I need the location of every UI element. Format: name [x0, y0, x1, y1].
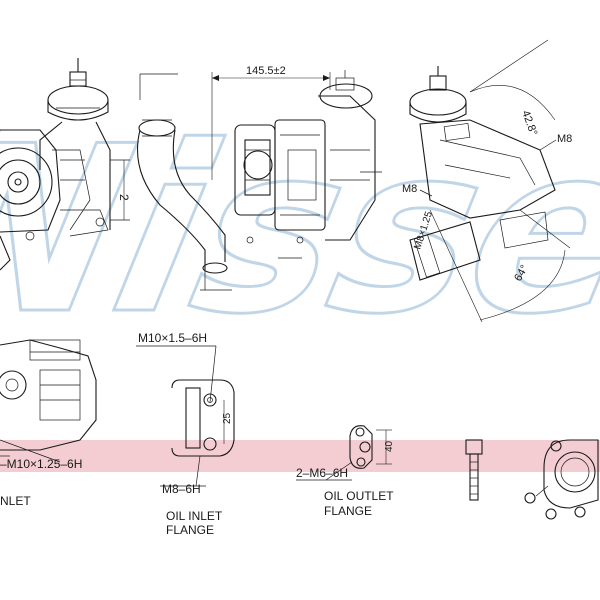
length-dimension-label: 145.5±2: [246, 65, 286, 77]
pink-band: [0, 440, 600, 472]
view-top-right: [409, 39, 571, 323]
thread-oil-inlet-bottom-label: M8–6H: [162, 482, 201, 496]
thread-oil-inlet-top-label: M10×1.5–6H: [138, 331, 207, 345]
thread-m8-top-label: M8: [557, 133, 572, 145]
caption-oil-inlet-line1: OIL INLET: [166, 509, 223, 523]
view-bottom-left: [0, 339, 97, 463]
oil-inlet-gap-label: 25: [222, 412, 233, 424]
oil-outlet-flange-drawing: [296, 425, 392, 481]
flange-width-label: 40: [384, 440, 395, 452]
oil-inlet-flange-drawing: [136, 345, 235, 487]
thread-oil-outlet-label: 2–M6–6H: [296, 466, 348, 480]
bolt-drawing: [465, 439, 483, 501]
caption-oil-inlet-line2: FLANGE: [166, 523, 214, 537]
view-top-left: [0, 58, 130, 271]
view-top-center: [137, 70, 382, 291]
thread-left-bottom-label: –M10×1.25–6H: [0, 457, 82, 471]
caption-left-inlet: NLET: [0, 494, 31, 508]
caption-oil-outlet-line2: FLANGE: [324, 504, 372, 518]
height-dimension-left: 2: [117, 194, 131, 201]
gasket-flange-drawing: [524, 439, 599, 520]
caption-oil-outlet-line1: OIL OUTLET: [324, 489, 394, 503]
thread-m8-mid-label: M8: [402, 183, 417, 195]
